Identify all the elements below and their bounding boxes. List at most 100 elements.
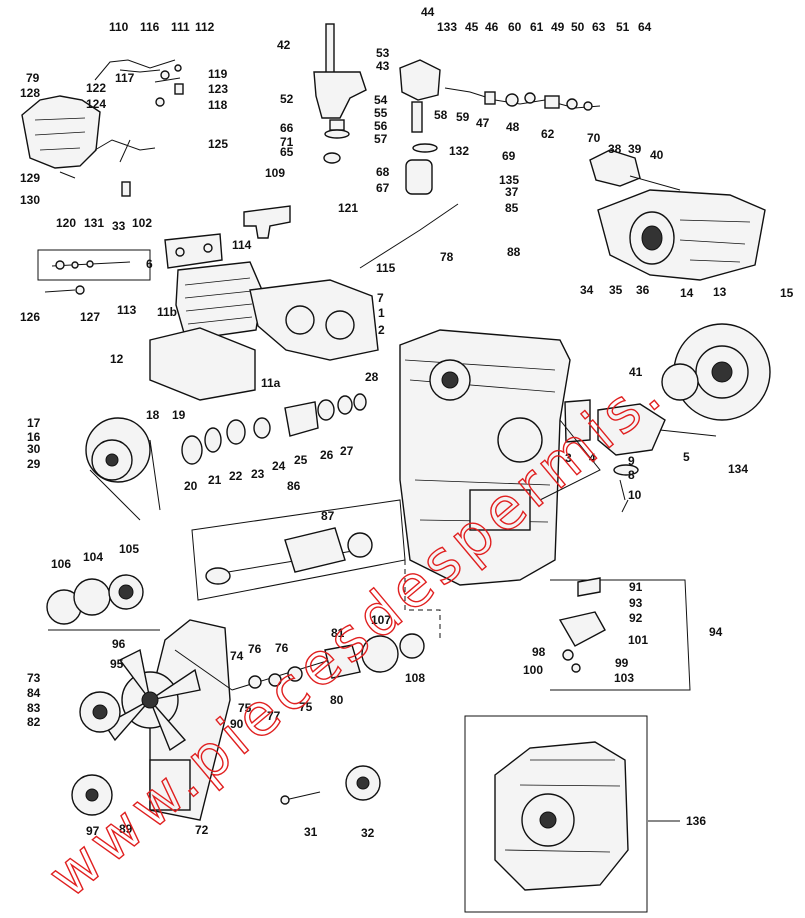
part-label-96: 96 bbox=[112, 637, 126, 651]
part-label-104: 104 bbox=[83, 550, 103, 564]
part-label-135: 135 bbox=[499, 173, 519, 187]
part-label-83: 83 bbox=[27, 701, 41, 715]
part-label-97: 97 bbox=[86, 824, 100, 838]
part-label-71: 71 bbox=[280, 135, 294, 149]
part-label-51: 51 bbox=[616, 20, 630, 34]
part-label-11a: 11a bbox=[261, 376, 281, 390]
part-label-48: 48 bbox=[506, 120, 520, 134]
part-label-87: 87 bbox=[321, 509, 335, 523]
part-label-26: 26 bbox=[320, 448, 334, 462]
part-label-36: 36 bbox=[636, 283, 650, 297]
part-label-32: 32 bbox=[361, 826, 375, 840]
part-label-21: 21 bbox=[208, 473, 222, 487]
part-label-114: 114 bbox=[232, 238, 252, 252]
assembled-engine-inset-box bbox=[464, 715, 648, 913]
part-label-85: 85 bbox=[505, 201, 519, 215]
part-label-101: 101 bbox=[628, 633, 648, 647]
part-label-110: 110 bbox=[109, 20, 129, 34]
part-label-105: 105 bbox=[119, 542, 139, 556]
part-label-63: 63 bbox=[592, 20, 606, 34]
part-label-108: 108 bbox=[405, 671, 425, 685]
part-label-99: 99 bbox=[615, 656, 629, 670]
part-label-126: 126 bbox=[20, 310, 40, 324]
air-filter-part bbox=[175, 261, 263, 341]
part-label-27: 27 bbox=[340, 444, 354, 458]
part-label-92: 92 bbox=[629, 611, 643, 625]
part-label-65: 65 bbox=[280, 145, 294, 159]
part-label-129: 129 bbox=[20, 171, 40, 185]
part-label-43: 43 bbox=[376, 59, 390, 73]
part-label-117: 117 bbox=[115, 71, 135, 85]
part-label-24: 24 bbox=[272, 459, 286, 473]
part-label-61: 61 bbox=[530, 20, 544, 34]
part-label-68: 68 bbox=[376, 165, 390, 179]
part-label-19: 19 bbox=[172, 408, 186, 422]
part-label-42: 42 bbox=[277, 38, 291, 52]
part-label-57: 57 bbox=[374, 132, 388, 146]
part-label-115: 115 bbox=[376, 261, 396, 275]
part-label-1: 1 bbox=[378, 306, 385, 320]
part-label-134: 134 bbox=[728, 462, 748, 476]
part-label-11b: 11b bbox=[157, 305, 177, 319]
part-label-122: 122 bbox=[86, 81, 106, 95]
part-label-17: 17 bbox=[27, 416, 41, 430]
part-label-44: 44 bbox=[421, 5, 435, 19]
part-label-67: 67 bbox=[376, 181, 390, 195]
part-label-90: 90 bbox=[230, 717, 244, 731]
part-label-4: 4 bbox=[589, 451, 596, 465]
part-label-40: 40 bbox=[650, 148, 664, 162]
part-label-66: 66 bbox=[280, 121, 294, 135]
part-label-33: 33 bbox=[112, 219, 126, 233]
part-label-121: 121 bbox=[338, 201, 358, 215]
part-label-16: 16 bbox=[27, 430, 41, 444]
part-label-64: 64 bbox=[638, 20, 652, 34]
part-label-106: 106 bbox=[51, 557, 71, 571]
part-label-77: 77 bbox=[267, 709, 281, 723]
part-label-15: 15 bbox=[780, 286, 794, 300]
part-label-75: 75 bbox=[299, 700, 313, 714]
part-label-35: 35 bbox=[609, 283, 623, 297]
part-label-39: 39 bbox=[628, 142, 642, 156]
part-label-78: 78 bbox=[440, 250, 454, 264]
part-label-111: 111 bbox=[171, 20, 190, 34]
part-label-38: 38 bbox=[608, 142, 622, 156]
part-label-9: 9 bbox=[628, 454, 635, 468]
part-drawings bbox=[21, 23, 771, 913]
part-label-120: 120 bbox=[56, 216, 76, 230]
part-label-128: 128 bbox=[20, 86, 40, 100]
part-label-34: 34 bbox=[580, 283, 594, 297]
part-label-47: 47 bbox=[476, 116, 490, 130]
part-label-73: 73 bbox=[27, 671, 41, 685]
part-label-59: 59 bbox=[456, 110, 470, 124]
part-label-98: 98 bbox=[532, 645, 546, 659]
part-label-29: 29 bbox=[27, 457, 41, 471]
part-label-131: 131 bbox=[84, 216, 104, 230]
part-label-79: 79 bbox=[26, 71, 40, 85]
part-label-55: 55 bbox=[374, 106, 388, 120]
part-label-56: 56 bbox=[374, 119, 388, 133]
part-label-132: 132 bbox=[449, 144, 469, 158]
part-label-123: 123 bbox=[208, 82, 228, 96]
part-label-13: 13 bbox=[713, 285, 727, 299]
part-label-102: 102 bbox=[132, 216, 152, 230]
part-label-130: 130 bbox=[20, 193, 40, 207]
part-label-76: 76 bbox=[275, 641, 289, 655]
part-label-7: 7 bbox=[377, 291, 384, 305]
part-label-31: 31 bbox=[304, 825, 318, 839]
part-label-18: 18 bbox=[146, 408, 160, 422]
part-label-70: 70 bbox=[587, 131, 601, 145]
part-label-53: 53 bbox=[376, 46, 390, 60]
part-label-30: 30 bbox=[27, 442, 41, 456]
part-label-94: 94 bbox=[709, 625, 723, 639]
part-label-93: 93 bbox=[629, 596, 643, 610]
part-label-76: 76 bbox=[248, 642, 262, 656]
part-label-119: 119 bbox=[208, 67, 228, 81]
part-label-45: 45 bbox=[465, 20, 479, 34]
rocker-cover-part bbox=[597, 189, 766, 281]
part-label-136: 136 bbox=[686, 814, 706, 828]
part-label-125: 125 bbox=[208, 137, 228, 151]
part-label-12: 12 bbox=[110, 352, 124, 366]
part-label-8: 8 bbox=[628, 468, 635, 482]
